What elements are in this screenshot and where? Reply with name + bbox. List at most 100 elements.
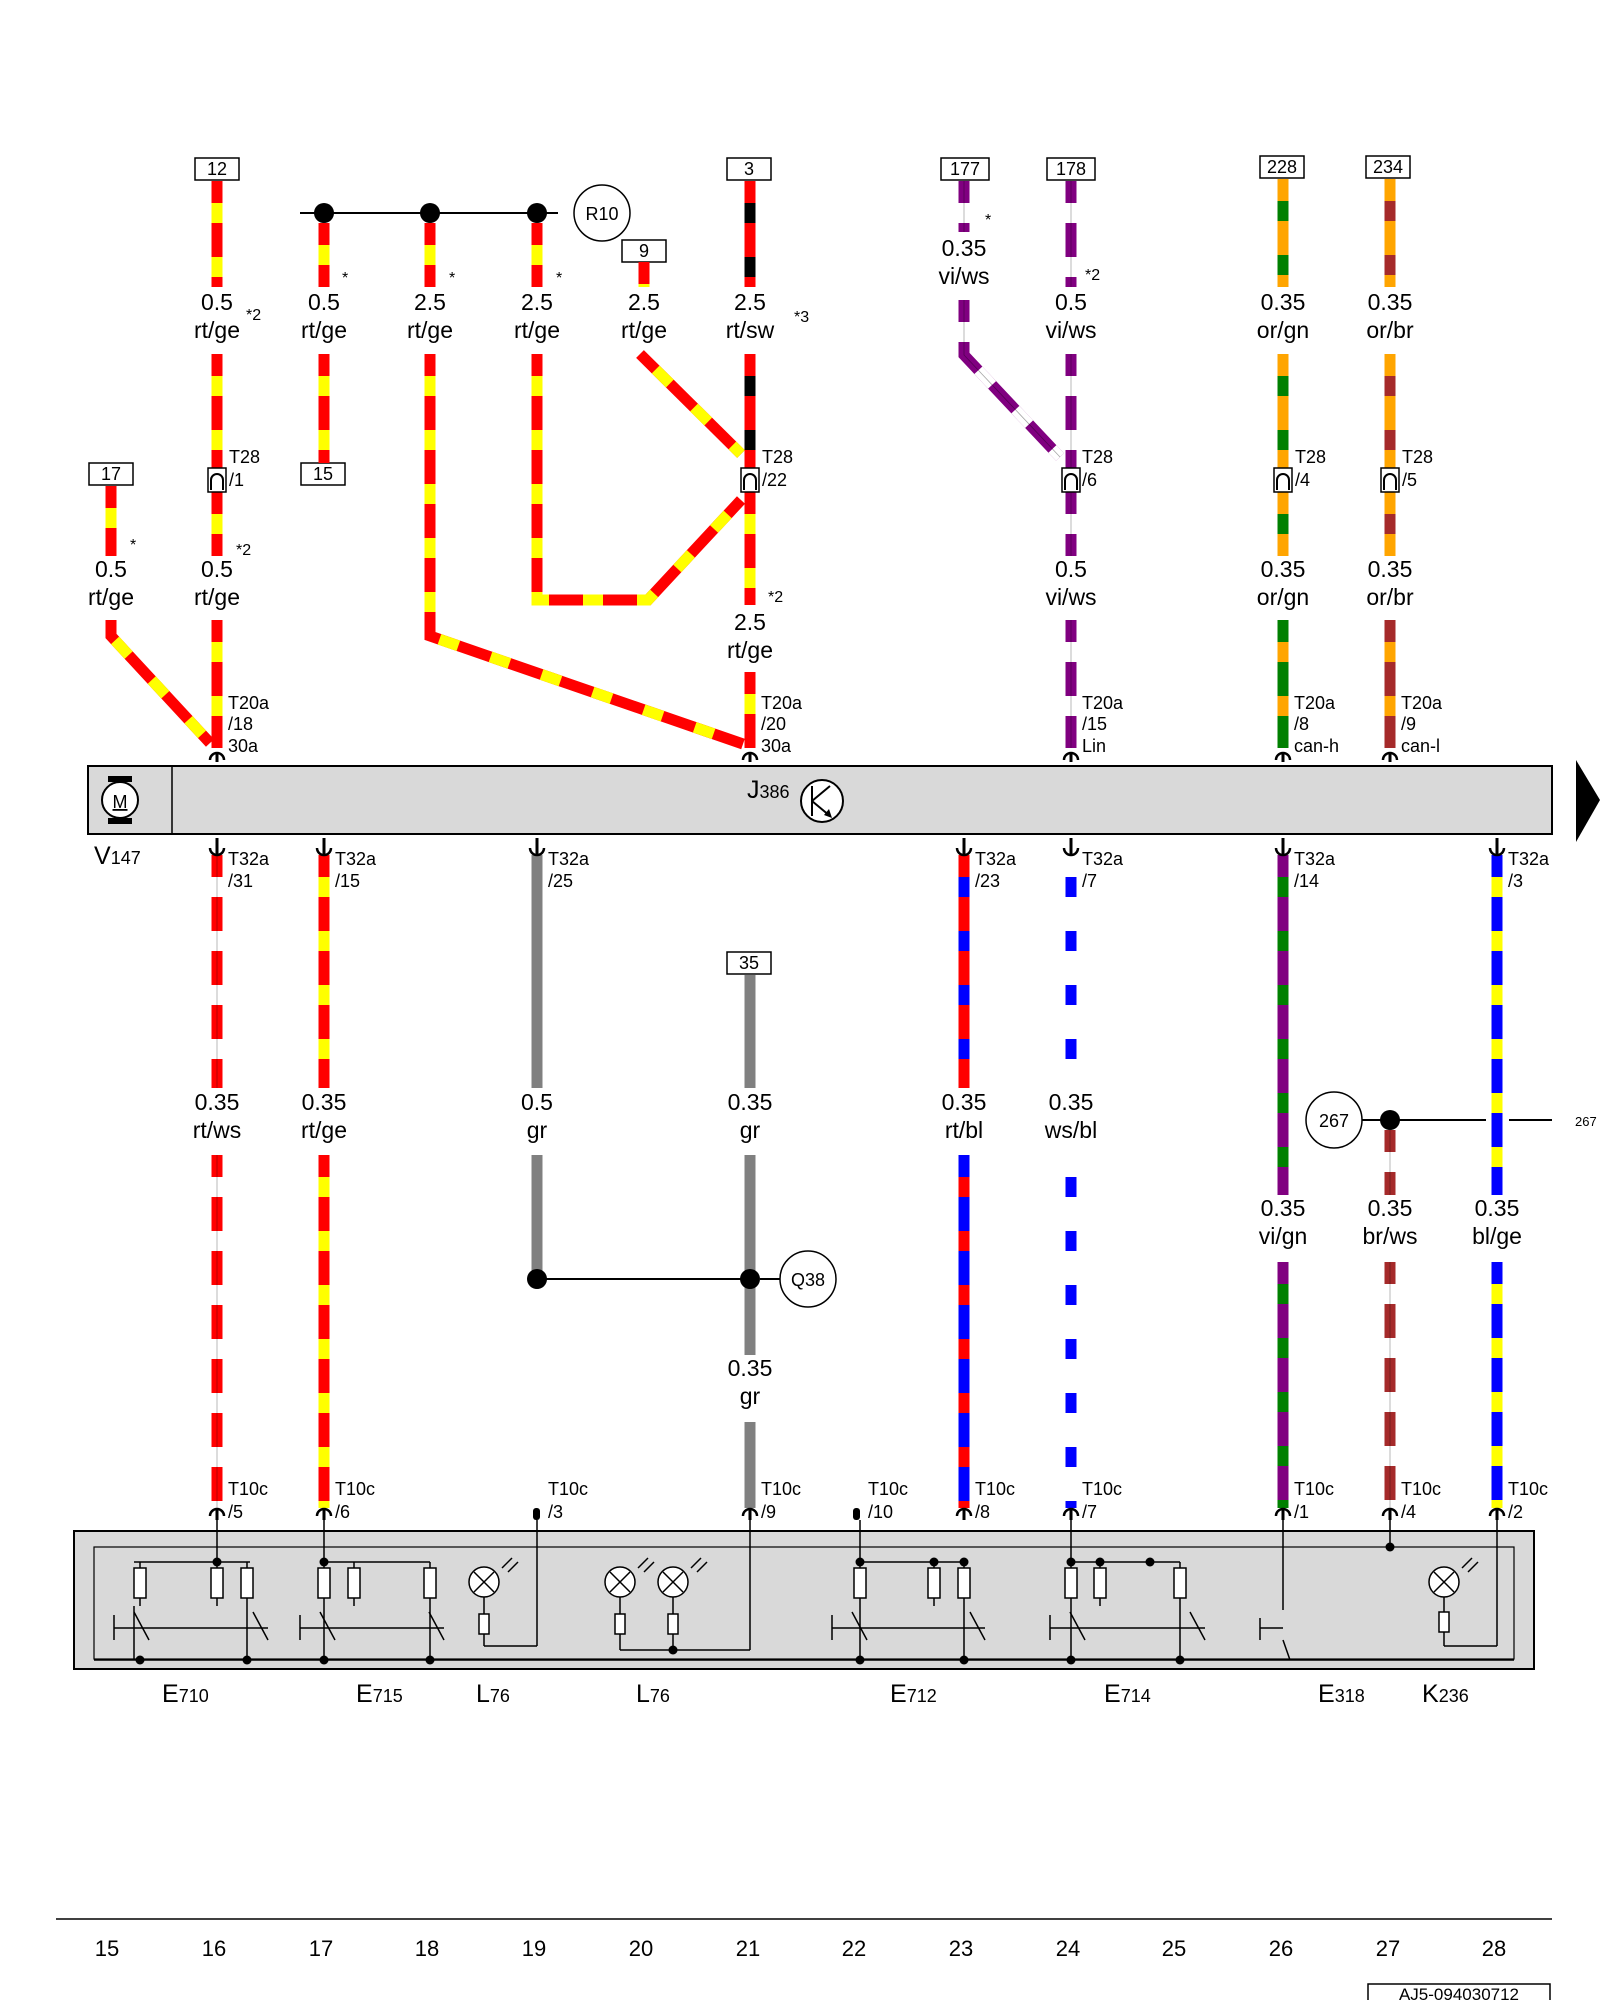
svg-text:T10c: T10c	[228, 1479, 268, 1499]
switch-e712-icon	[851, 1611, 868, 1641]
wire-code: or/br	[1366, 584, 1414, 610]
e715-label: E715	[356, 1680, 403, 1708]
svg-text:T28: T28	[762, 447, 793, 467]
connector-t10c-6: T10c /6	[315, 1479, 375, 1522]
connector-t32a-7: T32a /7	[1062, 838, 1124, 891]
svg-text:T20a: T20a	[228, 693, 270, 713]
switch-e715-icon	[428, 1611, 445, 1641]
wire-size: 0.5	[201, 556, 233, 582]
wire-code: gr	[740, 1383, 761, 1409]
svg-text:T32a: T32a	[975, 849, 1017, 869]
svg-text:27: 27	[1376, 1936, 1400, 1961]
svg-text:19: 19	[522, 1936, 546, 1961]
svg-text:25: 25	[1162, 1936, 1186, 1961]
continuation-arrow-icon	[1576, 760, 1600, 842]
resistor-icon	[1438, 1611, 1450, 1633]
e710-label: E710	[162, 1680, 209, 1708]
k236-label: K236	[1422, 1680, 1469, 1708]
connector-t32a-15: T32a /15	[315, 838, 377, 891]
svg-text:T10c: T10c	[1401, 1479, 1441, 1499]
e318-label: E318	[1318, 1680, 1365, 1708]
wire-code: rt/ge	[194, 584, 240, 610]
t28-connectors: T28 /1 T28 /22 T28 /6 T28 /4 T28 /5	[207, 447, 1433, 493]
wire-size: 0.35	[1261, 289, 1306, 315]
control-unit-j386: M J386	[87, 760, 1600, 842]
svg-text:T28: T28	[229, 447, 260, 467]
wire-size: 2.5	[734, 609, 766, 635]
svg-text:can-l: can-l	[1401, 736, 1440, 756]
resistor-icon	[614, 1613, 626, 1635]
junction-dot	[1385, 1542, 1395, 1552]
footnote-star3: *3	[794, 309, 809, 326]
svg-text:/2: /2	[1508, 1502, 1523, 1522]
svg-text:/14: /14	[1294, 871, 1319, 891]
svg-text:T20a: T20a	[1401, 693, 1443, 713]
resistor-icon	[347, 1567, 361, 1599]
svg-text:can-h: can-h	[1294, 736, 1339, 756]
svg-text:/20: /20	[761, 714, 786, 734]
svg-text:T28: T28	[1295, 447, 1326, 467]
wire-code: rt/ge	[621, 317, 667, 343]
light-ray-icon	[637, 1557, 649, 1569]
document-id: AJ5-094030712	[1367, 1983, 1551, 2000]
junction-267: 267 267	[1305, 1091, 1597, 1149]
svg-text:/1: /1	[1294, 1502, 1309, 1522]
wire-size: 2.5	[414, 289, 446, 315]
t32a-connectors: T32a /31 T32a /15 T32a /25 T32a /23 T32a…	[208, 838, 1550, 891]
wire-code: rt/ge	[514, 317, 560, 343]
bus-transceiver-icon	[800, 779, 844, 823]
wire-code: gr	[527, 1117, 548, 1143]
wire-code: br/ws	[1363, 1223, 1418, 1249]
reference-boxes	[88, 155, 1411, 975]
connector-t10c-10: T10c /10	[853, 1479, 908, 1522]
wire-size: 0.35	[728, 1355, 773, 1381]
e712-label: E712	[890, 1680, 937, 1708]
wire-size: 0.35	[1368, 556, 1413, 582]
svg-text:T20a: T20a	[1082, 693, 1124, 713]
connector-t28-6: T28 /6	[1061, 447, 1113, 493]
wire-code: vi/gn	[1259, 1223, 1308, 1249]
ref-178: 178	[1056, 159, 1086, 179]
wire-code: vi/ws	[1045, 584, 1096, 610]
wire-size: 0.5	[521, 1089, 553, 1115]
resistor-icon	[423, 1567, 437, 1599]
connector-t10c-2: T10c /2	[1488, 1479, 1548, 1522]
svg-text:/18: /18	[228, 714, 253, 734]
wire-size: 0.35	[1049, 1089, 1094, 1115]
svg-text:/23: /23	[975, 871, 1000, 891]
svg-text:16: 16	[202, 1936, 226, 1961]
svg-text:/25: /25	[548, 871, 573, 891]
svg-text:26: 26	[1269, 1936, 1293, 1961]
wire-code: rt/sw	[726, 317, 775, 343]
svg-text:T32a: T32a	[228, 849, 270, 869]
switch-e715-icon	[319, 1611, 336, 1641]
connector-t20a-18: T20a /18 30a	[208, 693, 270, 762]
wire-size: 0.35	[1368, 1195, 1413, 1221]
ref-17: 17	[101, 464, 121, 484]
junction-q38: Q38	[527, 1250, 837, 1308]
footnote-star2: *2	[236, 542, 251, 559]
svg-text:T32a: T32a	[335, 849, 377, 869]
ref-3: 3	[744, 159, 754, 179]
connector-t32a-23: T32a /23	[955, 838, 1017, 891]
svg-text:/6: /6	[335, 1502, 350, 1522]
svg-text:28: 28	[1482, 1936, 1506, 1961]
svg-text:/4: /4	[1401, 1502, 1416, 1522]
connector-t32a-25: T32a /25	[528, 838, 590, 891]
wire-code: rt/bl	[945, 1117, 983, 1143]
wires	[105, 179, 1503, 1508]
wire-size: 0.35	[195, 1089, 240, 1115]
connector-t10c-9: T10c /9	[741, 1479, 801, 1522]
t20a-connectors: T20a /18 30a T20a /20 30a T20a /15 Lin T…	[208, 693, 1443, 762]
wire-size: 0.5	[1055, 289, 1087, 315]
r10-bus: R10	[300, 184, 631, 242]
svg-text:/8: /8	[1294, 714, 1309, 734]
svg-text:/5: /5	[228, 1502, 243, 1522]
connector-t10c-1: T10c /1	[1274, 1479, 1334, 1522]
svg-text:T10c: T10c	[335, 1479, 375, 1499]
connector-t28-1: T28 /1	[207, 447, 260, 493]
footnote-star: *	[449, 270, 455, 287]
light-ray-icon	[507, 1561, 519, 1573]
resistor-icon	[957, 1567, 971, 1599]
